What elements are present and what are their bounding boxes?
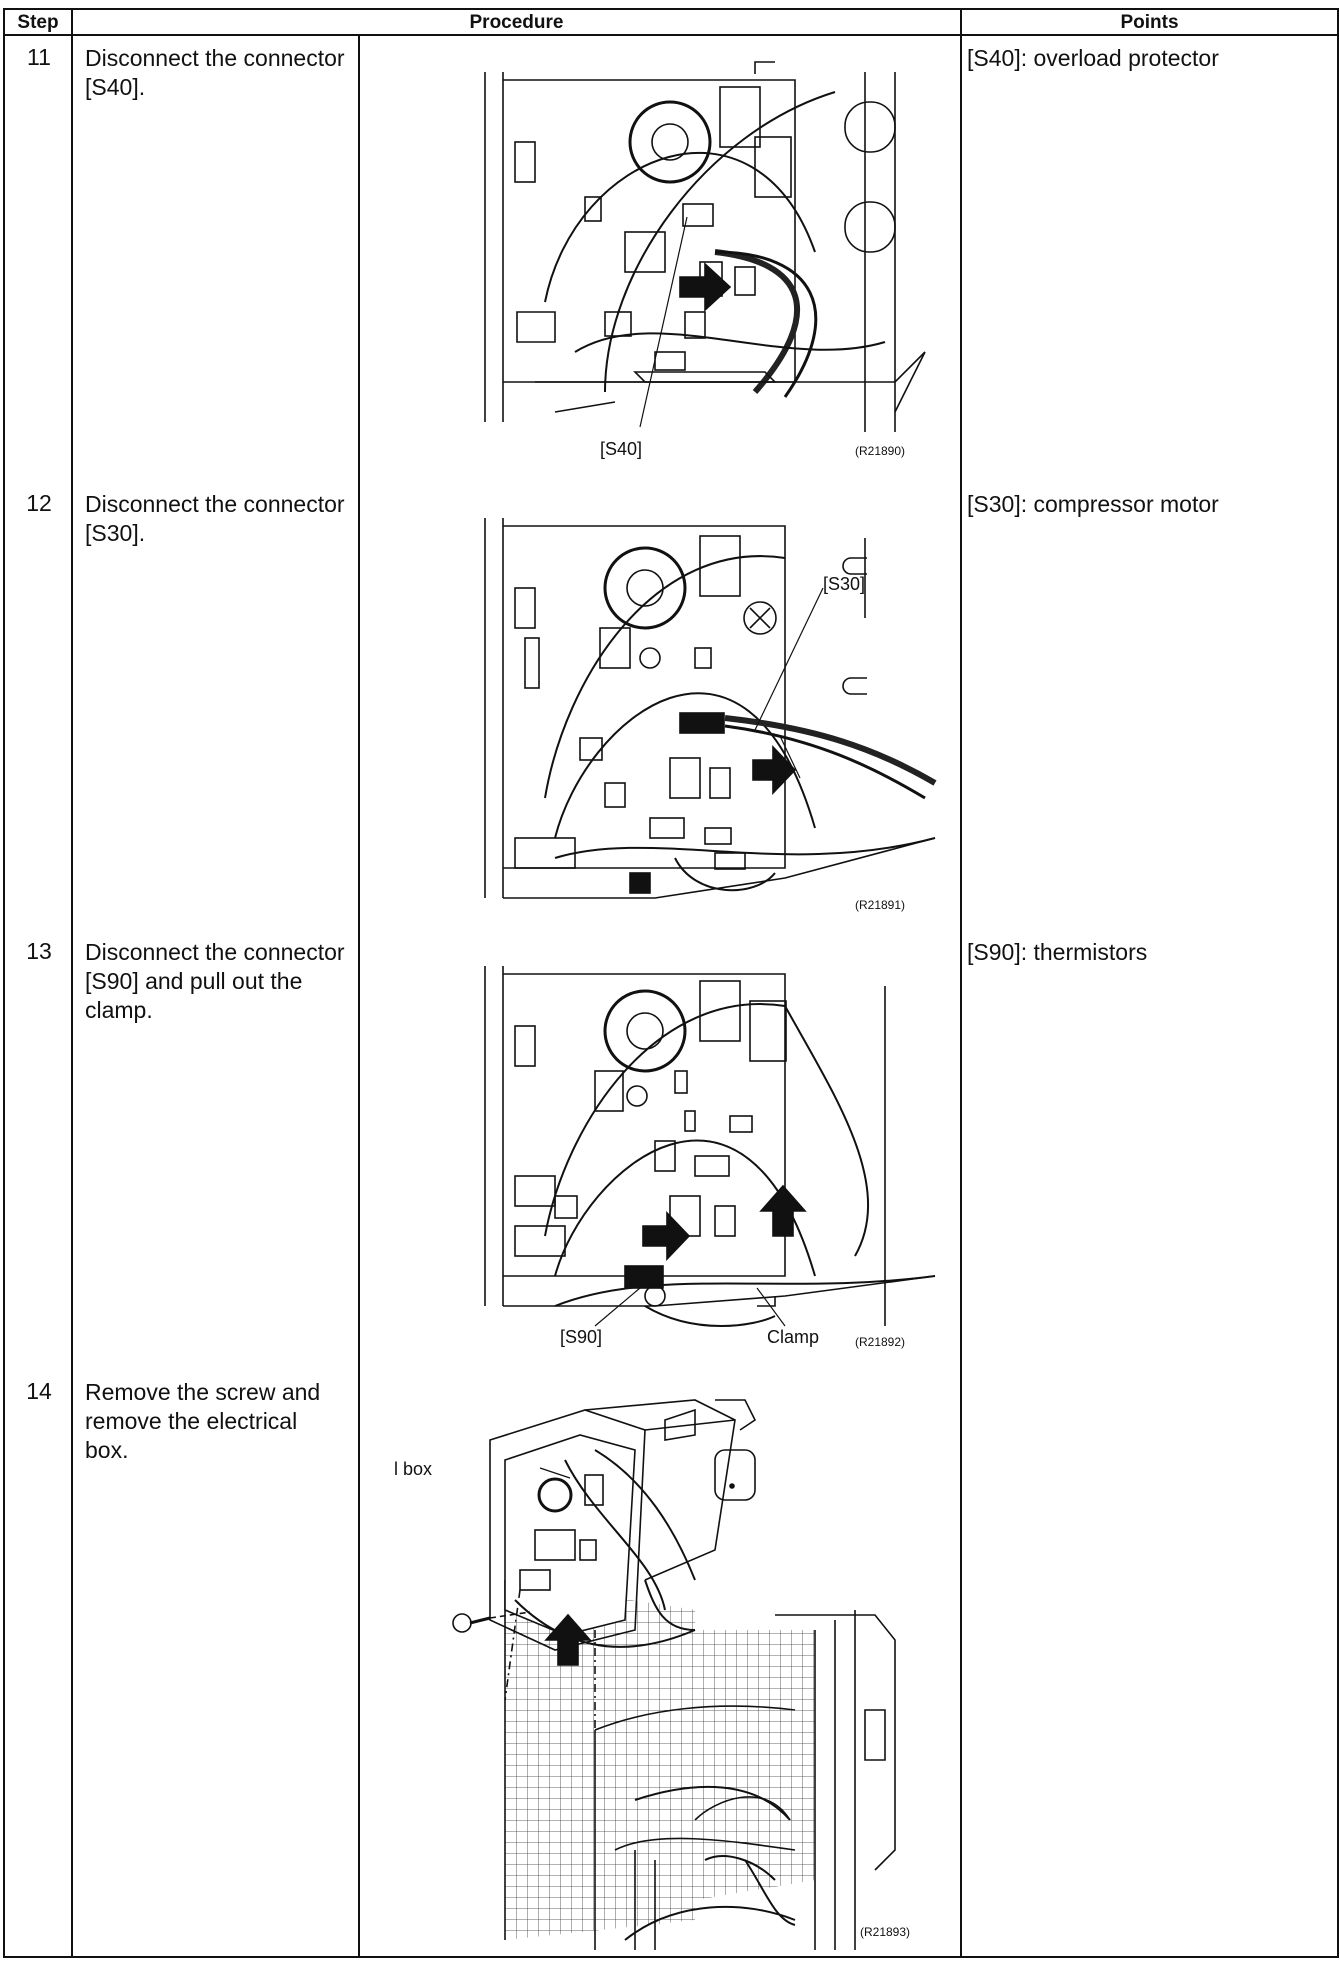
- header-divider: [5, 34, 1337, 36]
- figure-callout: [S30]: [823, 574, 865, 594]
- procedure-table: Step Procedure Points 11 Disconnect the …: [3, 8, 1339, 1958]
- figure-callout: [S40]: [600, 439, 642, 459]
- figure-ref: (R21893): [860, 1925, 910, 1939]
- figure-r21891: [S30] (R21891): [455, 498, 955, 918]
- figure-callout: Electrical box: [395, 1459, 432, 1479]
- figure-ref: (R21892): [855, 1335, 905, 1349]
- step-description: Disconnect the connector [S90] and pull …: [85, 939, 345, 1023]
- step-number: 12: [26, 490, 52, 516]
- step-number: 13: [26, 938, 52, 964]
- step-description: Disconnect the connector [S30].: [85, 491, 345, 546]
- step-number: 11: [27, 44, 51, 70]
- step-number: 14: [26, 1378, 52, 1404]
- header-points: Points: [1120, 12, 1179, 33]
- step-point: [S30]: compressor motor: [967, 491, 1219, 517]
- header-procedure: Procedure: [469, 12, 564, 33]
- header-step: Step: [17, 12, 59, 33]
- figure-ref: (R21890): [855, 444, 905, 458]
- figure-ref: (R21891): [855, 898, 905, 912]
- column-divider: [71, 10, 73, 1956]
- figure-r21893: Electrical box (R21893): [395, 1380, 950, 1950]
- figure-r21890: [S40] (R21890): [455, 52, 955, 462]
- step-description: Disconnect the connector [S40].: [85, 45, 345, 100]
- step-point: [S40]: overload protector: [967, 45, 1219, 71]
- figure-callout: [S90]: [560, 1327, 602, 1347]
- step-point: [S90]: thermistors: [967, 939, 1148, 965]
- column-divider: [960, 10, 962, 1956]
- step-description: Remove the screw and remove the electric…: [85, 1379, 321, 1463]
- figure-callout: Clamp: [767, 1327, 819, 1347]
- figure-r21892: [S90] Clamp (R21892): [455, 946, 955, 1356]
- procedure-inner-divider: [358, 36, 360, 1956]
